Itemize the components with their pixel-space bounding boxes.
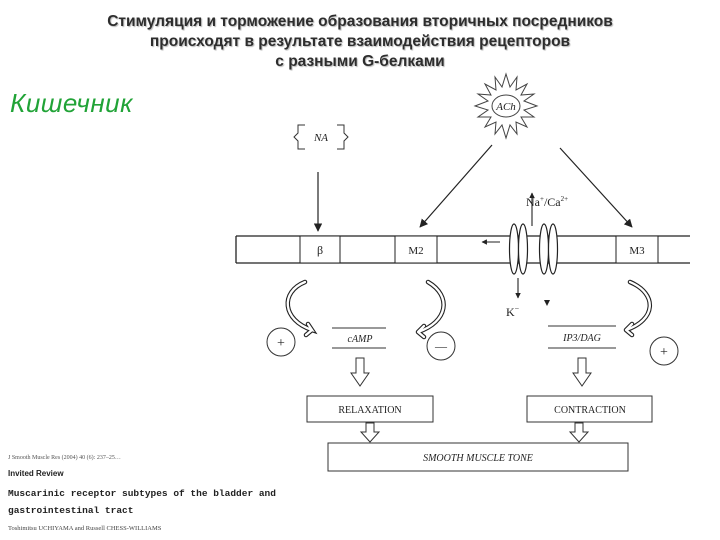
receptor-m2-label: M2 [408, 245, 423, 257]
receptor-m3-label: M3 [629, 245, 645, 257]
reference-excerpt: J Smooth Muscle Res (2004) 40 (6): 237–2… [8, 455, 308, 532]
ach-label: ACh [495, 101, 516, 113]
small-marker-icon [544, 300, 550, 306]
ach-to-m3-arrow [560, 148, 632, 227]
ion-channel [452, 224, 558, 274]
camp-label: cAMP [348, 334, 373, 345]
inhibition-sign: — [434, 339, 448, 353]
ip3-to-contraction-arrow [573, 358, 591, 386]
m2-camp-curved-arrow [418, 282, 444, 337]
beta-camp-curved-arrow [288, 282, 312, 335]
na-label: NA [313, 132, 328, 144]
ip3-dag-label: IP3/DAG [562, 333, 601, 344]
m3-ip3-curved-arrow [626, 282, 650, 335]
article-title-line-1: Muscarinic receptor subtypes of the blad… [8, 485, 308, 502]
stimulation-sign-right: + [660, 345, 668, 360]
potassium-label: K− [506, 304, 520, 319]
article-title-line-2: gastrointestinal tract [8, 502, 308, 519]
article-title: Muscarinic receptor subtypes of the blad… [8, 485, 308, 519]
relaxation-label: RELAXATION [338, 405, 401, 416]
smooth-muscle-tone-label: SMOOTH MUSCLE TONE [423, 453, 533, 464]
article-authors: Toshimitsu UCHIYAMA and Russell CHESS-WI… [8, 525, 308, 532]
ach-to-m2-arrow [420, 145, 492, 227]
receptor-beta-label: β [317, 243, 323, 257]
stimulation-sign-left: + [277, 336, 285, 351]
cation-label: Na+/Ca2+ [526, 195, 568, 209]
camp-to-relaxation-arrow [351, 358, 369, 386]
journal-citation: J Smooth Muscle Res (2004) 40 (6): 237–2… [8, 455, 308, 461]
relaxation-to-tone-arrow [361, 423, 379, 442]
contraction-to-tone-arrow [570, 423, 588, 442]
contraction-label: CONTRACTION [554, 405, 626, 416]
article-kind: Invited Review [8, 469, 308, 478]
